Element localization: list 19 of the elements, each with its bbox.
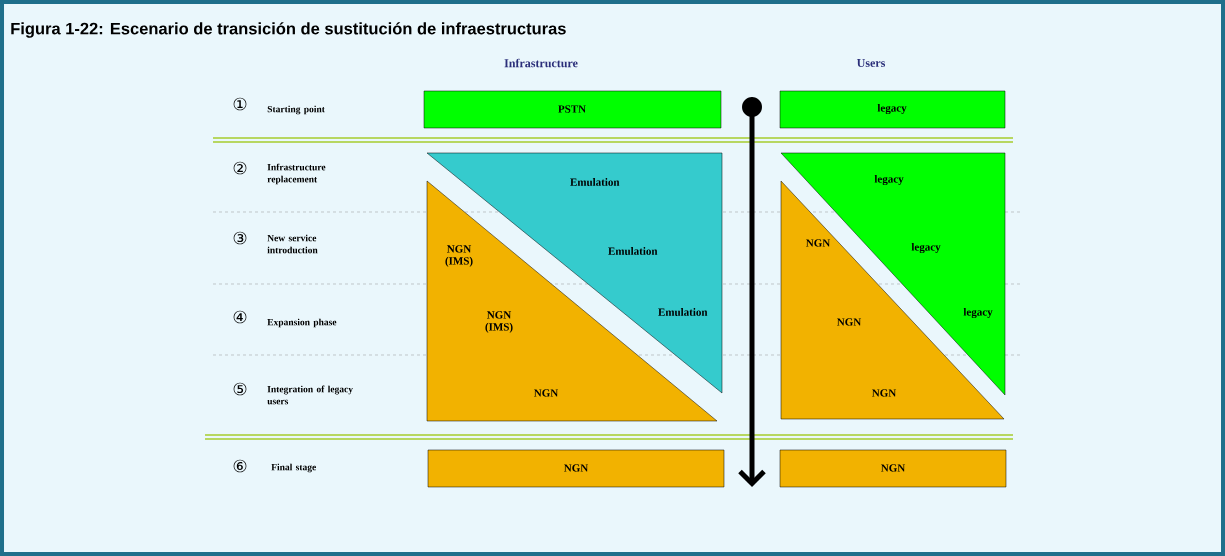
stage-box: PSTN [423,90,722,129]
column-header: Users [857,59,886,67]
stage-label: Final stage [271,463,316,473]
stage-box: legacy [779,90,1006,129]
stage-box: NGN [779,449,1007,488]
stage-number: ④ [233,310,247,324]
stage-number: ② [233,161,247,175]
title: Figura 1-22: Escenario de transición de sustitución de infraestructuras [11,22,566,38]
stage-label: Infrastructure replacement [267,163,326,185]
stage-box: NGN [427,449,725,488]
stage-label: New service introduction [267,234,318,254]
stage-number: ⑤ [233,382,247,396]
stage-number: ③ [233,231,247,245]
stage-label: Integration of legacy users [267,385,353,405]
stage-label: Starting point [267,105,325,115]
column-header: Infrastructure [504,58,578,68]
stage-number: ⑥ [233,459,247,473]
stage-number: ① [233,97,247,111]
stage-label: Expansion phase [267,318,337,328]
